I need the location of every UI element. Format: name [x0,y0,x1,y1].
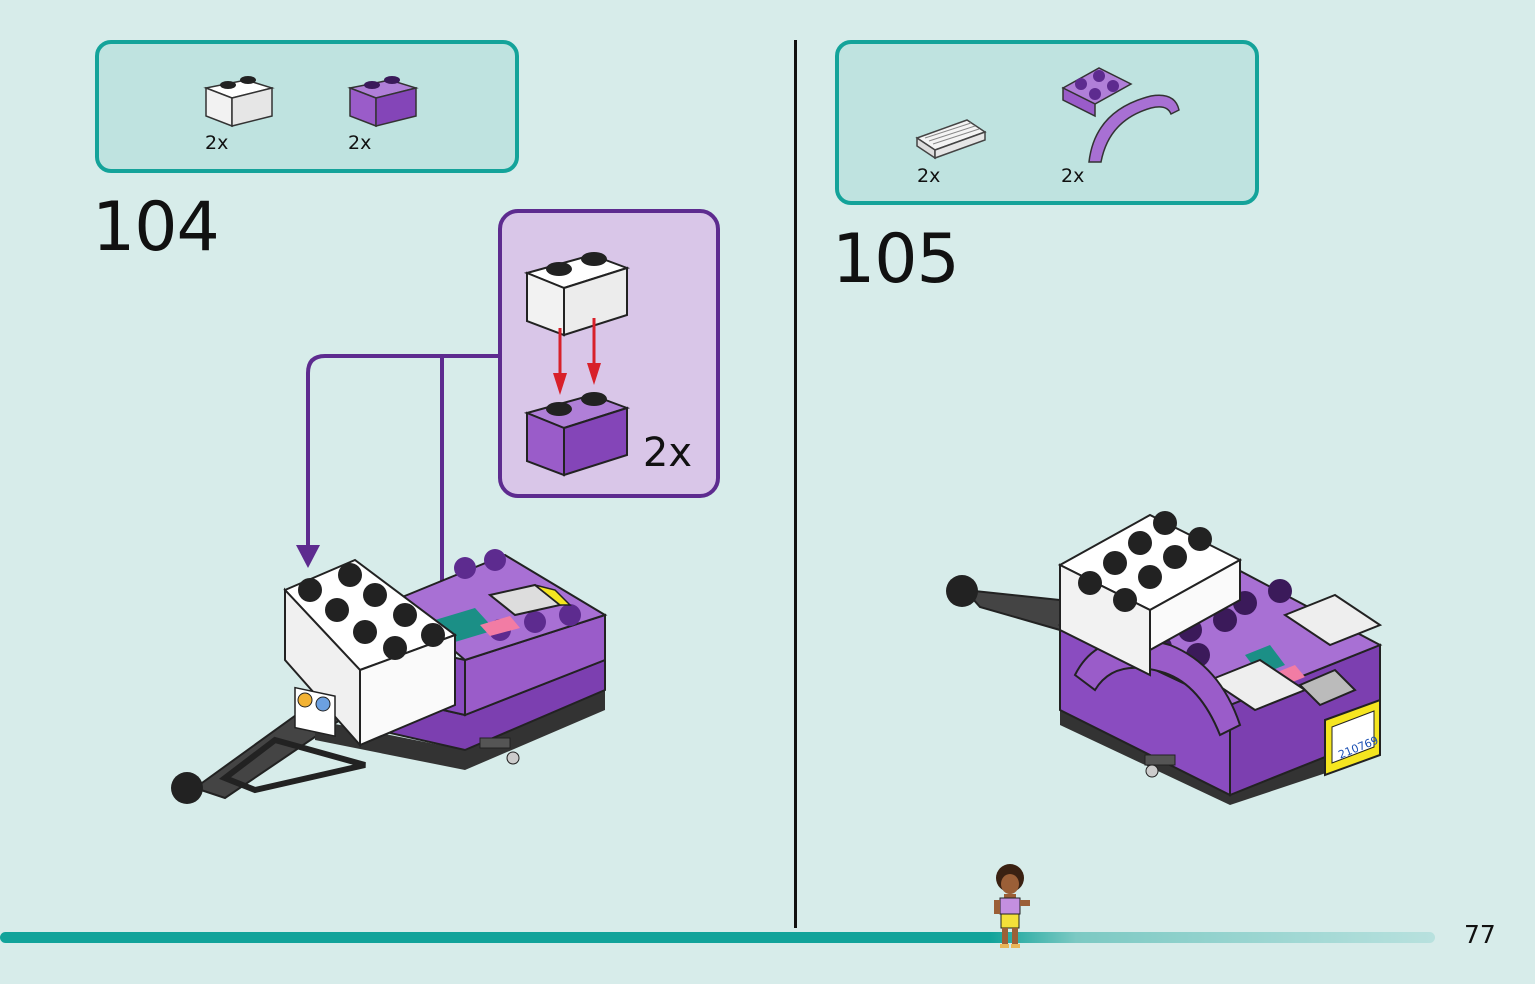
purple-mudguard-icon [1061,67,1180,163]
sub-assembly-callout: 2x [498,209,720,498]
progress-bar [0,932,1435,943]
page-divider [794,40,797,928]
part-quantity: 2x [917,165,941,187]
parts-list-step-104: 2x 2x [95,40,519,173]
trailer-model-step-105: 210769 [946,511,1383,805]
part-quantity: 2x [1061,165,1085,187]
minifigure-progress-marker [994,864,1030,948]
page-number: 77 [1464,920,1496,949]
step-number: 105 [832,220,960,299]
callout-assembly-illustration [523,252,631,477]
trailer-model-step-104 [171,549,608,804]
white-brick-1x2-icon [203,76,275,128]
callout-quantity: 2x [642,430,692,476]
parts-list-step-105: 2x 2x [835,40,1259,205]
step-number: 104 [92,188,220,267]
white-grille-tile-icon [915,119,987,160]
part-quantity: 2x [348,132,372,154]
part-quantity: 2x [205,132,229,154]
purple-brick-1x2-icon [347,76,419,128]
